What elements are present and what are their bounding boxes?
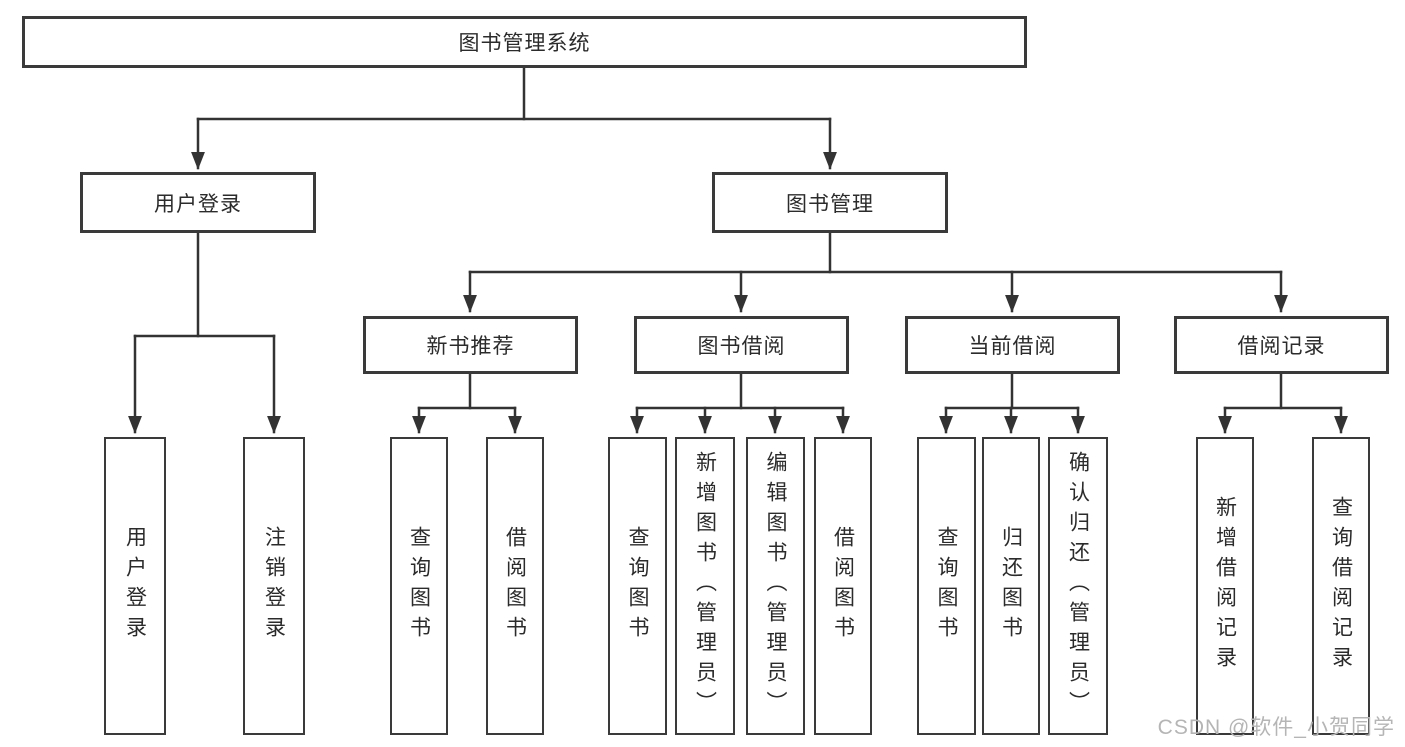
node-library-management-system: 图书管理系统: [22, 16, 1027, 68]
leaf-borrow-books-2: 借阅图书: [814, 437, 872, 735]
leaf-return-books-label: 归还图书: [999, 526, 1023, 646]
leaf-borrow-books-2-label: 借阅图书: [831, 526, 855, 646]
leaf-add-borrow-record-label: 新增借阅记录: [1213, 496, 1237, 676]
leaf-borrow-books-1-label: 借阅图书: [503, 526, 527, 646]
leaf-logout-label: 注销登录: [262, 526, 286, 646]
node-borrow-record: 借阅记录: [1174, 316, 1389, 374]
leaf-query-books-3-label: 查询图书: [935, 526, 958, 646]
leaf-user-login: 用户登录: [104, 437, 166, 735]
node-new-book-recommend: 新书推荐: [363, 316, 578, 374]
leaf-add-borrow-record: 新增借阅记录: [1196, 437, 1254, 735]
watermark: CSDN @软件_小贺同学: [1157, 716, 1395, 739]
node-user-login: 用户登录: [80, 172, 316, 233]
leaf-query-borrow-record-label: 查询借阅记录: [1329, 496, 1353, 676]
leaf-return-books: 归还图书: [982, 437, 1040, 735]
leaf-user-login-label: 用户登录: [123, 526, 147, 646]
leaf-borrow-books-1: 借阅图书: [486, 437, 544, 735]
node-current-borrow: 当前借阅: [905, 316, 1120, 374]
leaf-logout: 注销登录: [243, 437, 305, 735]
leaf-query-books-3: 查询图书: [917, 437, 976, 735]
leaf-edit-books-admin-label: 编辑图书（管理员）: [764, 451, 787, 721]
node-book-management: 图书管理: [712, 172, 948, 233]
leaf-add-books-admin-label: 新增图书（管理员）: [693, 451, 717, 721]
node-book-borrow: 图书借阅: [634, 316, 849, 374]
leaf-confirm-return-admin: 确认归还（管理员）: [1048, 437, 1108, 735]
leaf-confirm-return-admin-label: 确认归还（管理员）: [1066, 451, 1090, 721]
leaf-query-borrow-record: 查询借阅记录: [1312, 437, 1370, 735]
leaf-query-books-2-label: 查询图书: [626, 526, 649, 646]
leaf-add-books-admin: 新增图书（管理员）: [675, 437, 735, 735]
leaf-edit-books-admin: 编辑图书（管理员）: [746, 437, 805, 735]
leaf-query-books-1: 查询图书: [390, 437, 448, 735]
leaf-query-books-2: 查询图书: [608, 437, 667, 735]
leaf-query-books-1-label: 查询图书: [407, 526, 431, 646]
